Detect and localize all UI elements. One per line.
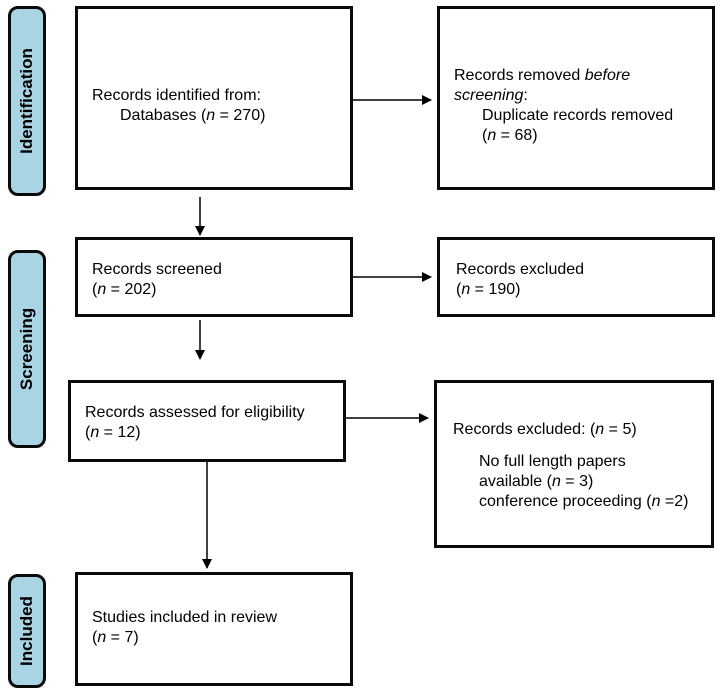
- phase-included: Included: [8, 574, 46, 688]
- records-screened-line2: (n = 202): [92, 281, 157, 298]
- records-excluded2-l4-prefix: conference proceeding (: [479, 493, 652, 510]
- records-removed-before: before: [584, 67, 631, 84]
- studies-included-count: = 7): [106, 629, 139, 646]
- studies-included-n: n: [97, 629, 107, 646]
- records-excluded2-l3-n: n: [551, 473, 561, 490]
- records-removed-count: = 68): [496, 127, 538, 144]
- records-excluded2-prefix: Records excluded: (: [453, 421, 596, 438]
- records-excluded-paren: (: [456, 281, 462, 298]
- records-identified-count: = 270): [215, 107, 266, 124]
- records-removed-box: Records removed before screening: Duplic…: [437, 6, 715, 190]
- records-excluded-line1: Records excluded: [456, 261, 585, 278]
- records-eligibility-line1: Records assessed for eligibility: [85, 404, 305, 421]
- records-removed-n: n: [487, 127, 497, 144]
- studies-included-line2: (n = 7): [92, 629, 139, 646]
- records-removed-line3: Duplicate records removed: [482, 107, 674, 124]
- records-screened-line1: Records screened: [92, 261, 222, 278]
- records-excluded-box: Records excluded (n = 190): [437, 237, 715, 317]
- records-eligibility-line2: (n = 12): [85, 424, 141, 441]
- records-identified-line2: Databases (n = 270): [92, 106, 265, 126]
- records-excluded2-lines: No full length papers available (n = 3) …: [453, 452, 688, 512]
- records-eligibility-box: Records assessed for eligibility (n = 12…: [68, 380, 346, 462]
- records-removed-colon: :: [523, 87, 528, 104]
- records-excluded2-line1: Records excluded: (n = 5): [453, 421, 637, 438]
- phase-identification: Identification: [8, 6, 46, 196]
- studies-included-box: Studies included in review (n = 7): [75, 572, 353, 686]
- records-screened-box: Records screened (n = 202): [75, 237, 353, 317]
- records-eligibility-count: = 12): [99, 424, 141, 441]
- records-identified-line1: Records identified from:: [92, 87, 261, 104]
- records-excluded2-count: = 5): [604, 421, 637, 438]
- records-excluded-n: n: [461, 281, 471, 298]
- records-removed-line1: Records removed before: [454, 67, 630, 84]
- records-eligibility-n: n: [90, 424, 100, 441]
- records-excluded2-box: Records excluded: (n = 5) No full length…: [434, 380, 714, 548]
- records-screened-n: n: [97, 281, 107, 298]
- records-screened-count: = 202): [106, 281, 157, 298]
- records-identified-n: n: [206, 107, 216, 124]
- records-identified-prefix: Databases (: [120, 107, 207, 124]
- records-removed-prefix: Records removed: [454, 67, 585, 84]
- records-removed-screening: screening: [454, 87, 524, 104]
- records-excluded2-l4-n: n: [651, 493, 661, 510]
- records-excluded2-n: n: [595, 421, 605, 438]
- records-excluded2-l3-prefix: available (: [479, 473, 552, 490]
- studies-included-paren: (: [92, 629, 98, 646]
- records-eligibility-paren: (: [85, 424, 91, 441]
- phase-screening: Screening: [8, 250, 46, 448]
- records-excluded2-line3: available (n = 3): [479, 473, 593, 490]
- studies-included-line1: Studies included in review: [92, 609, 277, 626]
- records-removed-line2: screening:: [454, 87, 528, 104]
- records-excluded-line2: (n = 190): [456, 281, 521, 298]
- records-excluded2-l4-count: =2): [660, 493, 689, 510]
- records-excluded2-line4: conference proceeding (n =2): [479, 493, 688, 510]
- records-removed-line4: (n = 68): [482, 127, 538, 144]
- records-screened-paren: (: [92, 281, 98, 298]
- records-excluded2-line2: No full length papers: [479, 453, 626, 470]
- records-excluded2-l3-count: = 3): [560, 473, 594, 490]
- records-excluded-count: = 190): [470, 281, 521, 298]
- records-identified-box: Records identified from: Databases (n = …: [75, 6, 353, 190]
